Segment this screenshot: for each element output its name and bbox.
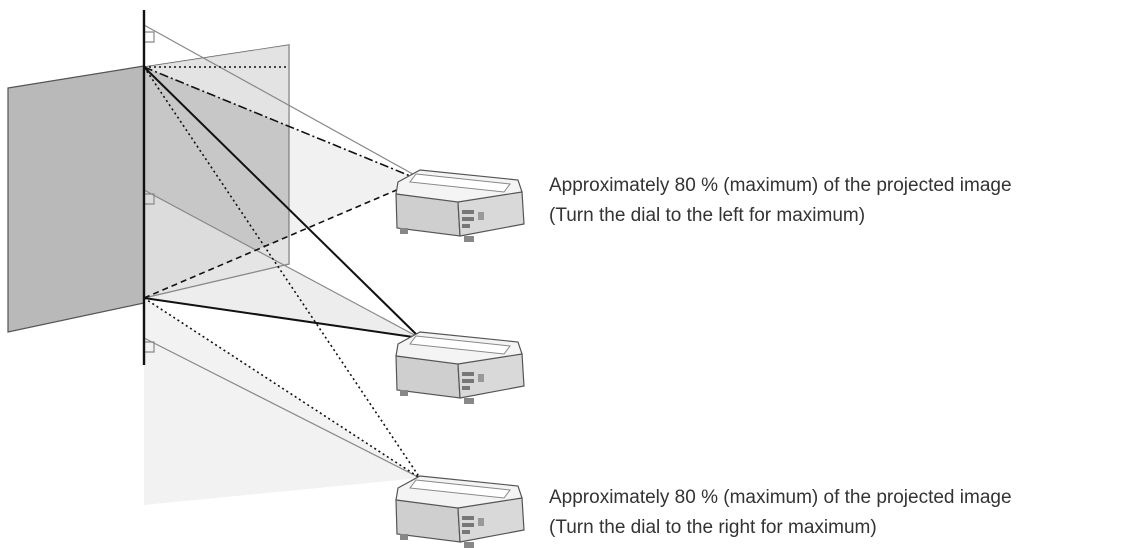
caption-top-line2: (Turn the dial to the left for maximum) <box>549 205 866 226</box>
projector-icon <box>395 331 525 405</box>
screen-panel-left <box>7 65 145 333</box>
frame-outlines <box>143 24 421 479</box>
dotted-lines <box>143 66 421 479</box>
projector-icon <box>395 475 525 548</box>
beam-area-top <box>144 45 420 298</box>
dashed-lines <box>143 179 421 299</box>
caption-bottom: Approximately 80 % (maximum) of the proj… <box>549 483 1012 543</box>
caption-top: Approximately 80 % (maximum) of the proj… <box>549 171 1012 231</box>
beam-area-bottom <box>144 298 420 505</box>
projector-icon <box>395 169 525 243</box>
caption-bottom-line1: Approximately 80 % (maximum) of the proj… <box>549 487 1012 508</box>
solid-lines <box>143 66 421 339</box>
dash-dot-lines <box>143 66 421 181</box>
caption-bottom-line2: (Turn the dial to the right for maximum) <box>549 517 877 538</box>
caption-top-line1: Approximately 80 % (maximum) of the proj… <box>549 175 1012 196</box>
